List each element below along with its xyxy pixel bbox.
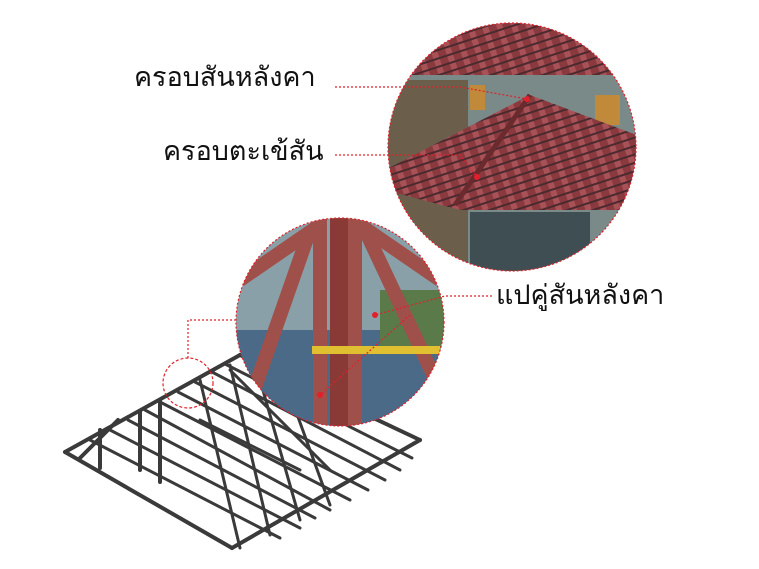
- label-ridge-cap: ครอบสันหลังคา: [134, 62, 316, 93]
- label-hip-cap: ครอบตะเข้สัน: [163, 136, 324, 167]
- roof-tile-photo: [388, 23, 636, 271]
- label-ridge-purlin: แปคู่สันหลังคา: [496, 280, 665, 311]
- marker-dots: [317, 96, 530, 398]
- leader-lines: [187, 86, 528, 396]
